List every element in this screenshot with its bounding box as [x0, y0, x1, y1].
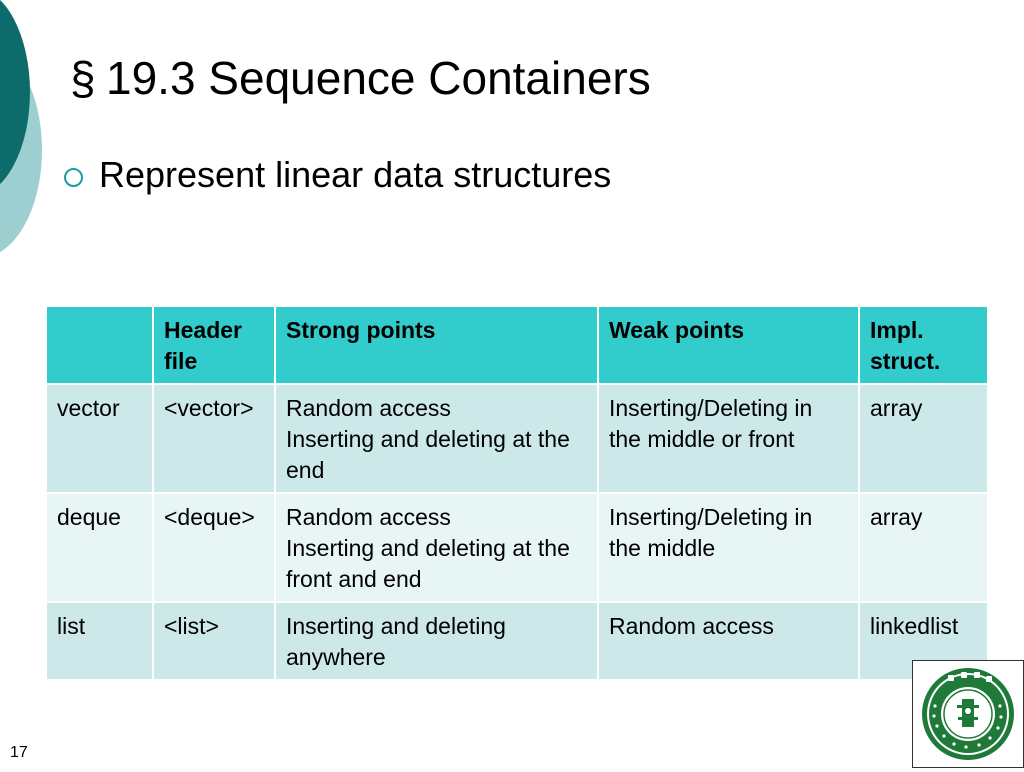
- impl-struct-cell: array: [858, 492, 989, 603]
- strong-points-cell: Random access Inserting and deleting at …: [274, 383, 599, 494]
- weak-points-cell: Random access: [597, 601, 860, 681]
- column-header: Header file: [152, 305, 276, 385]
- section-symbol: §: [70, 52, 96, 104]
- slide-title: §19.3 Sequence Containers: [70, 50, 651, 106]
- table-header-row: Header file Strong points Weak points Im…: [45, 305, 989, 385]
- containers-table: Header file Strong points Weak points Im…: [45, 305, 989, 681]
- bullet-item: Represent linear data structures: [64, 152, 611, 198]
- strong-point: Random access: [286, 395, 451, 421]
- weak-points-cell: Inserting/Deleting in the middle: [597, 492, 860, 603]
- corner-decoration: [0, 0, 42, 253]
- strong-point: Inserting and deleting at the front and …: [286, 535, 570, 592]
- column-header: [45, 305, 154, 385]
- column-header: Weak points: [597, 305, 860, 385]
- container-name-cell: list: [45, 601, 154, 681]
- table-row: list <list> Inserting and deleting anywh…: [45, 601, 989, 681]
- strong-points-cell: Random access Inserting and deleting at …: [274, 492, 599, 603]
- strong-points-cell: Inserting and deleting anywhere: [274, 601, 599, 681]
- container-name-cell: vector: [45, 383, 154, 494]
- header-file-cell: <deque>: [152, 492, 276, 603]
- bullet-ring-icon: [64, 167, 83, 187]
- column-header: Strong points: [274, 305, 599, 385]
- header-file-cell: <list>: [152, 601, 276, 681]
- weak-points-cell: Inserting/Deleting in the middle or fron…: [597, 383, 860, 494]
- header-file-cell: <vector>: [152, 383, 276, 494]
- table-row: vector <vector> Random access Inserting …: [45, 383, 989, 494]
- university-logo: [912, 660, 1024, 768]
- impl-struct-cell: array: [858, 383, 989, 494]
- column-header: Impl. struct.: [858, 305, 989, 385]
- bullet-text: Represent linear data structures: [99, 154, 612, 195]
- university-seal-icon: [922, 668, 1014, 760]
- strong-point: Random access: [286, 504, 451, 530]
- table-row: deque <deque> Random access Inserting an…: [45, 492, 989, 603]
- strong-point: Inserting and deleting at the end: [286, 426, 570, 483]
- container-name-cell: deque: [45, 492, 154, 603]
- slide-title-text: 19.3 Sequence Containers: [106, 52, 651, 104]
- strong-point: Inserting and deleting anywhere: [286, 613, 506, 670]
- page-number: 17: [10, 744, 28, 761]
